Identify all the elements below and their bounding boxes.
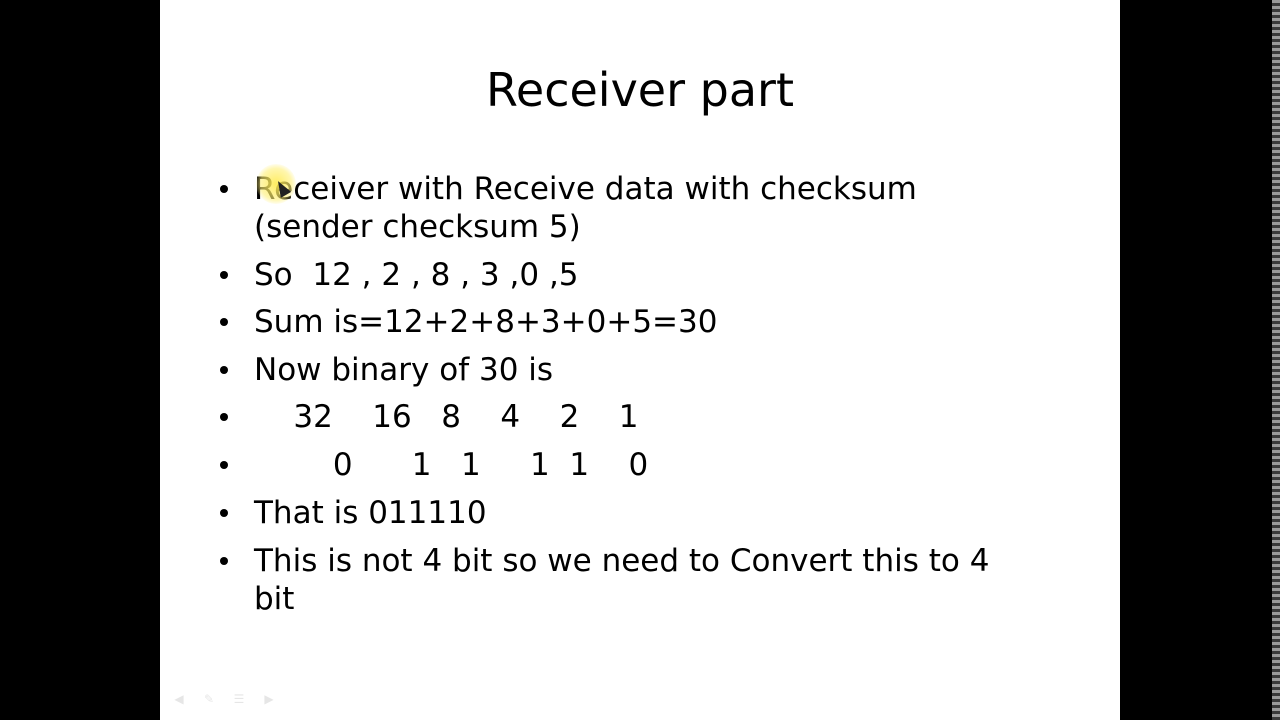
bullet-dot — [220, 461, 228, 469]
window-edge — [1272, 0, 1280, 720]
bullet-text: Sum is=12+2+8+3+0+5=30 — [254, 304, 718, 340]
bullet-text: So 12 , 2 , 8 , 3 ,0 ,5 — [254, 257, 579, 293]
slide-title: Receiver part — [486, 63, 794, 117]
bullet-text: That is 011110 — [254, 495, 487, 531]
bullet-dot — [220, 509, 228, 517]
bullet-dot — [220, 557, 228, 565]
bullet-text: 0 1 1 1 1 0 — [254, 447, 649, 483]
bullet-dot — [220, 413, 228, 421]
slideshow-controls: ◀ ✎ ☰ ▶ — [170, 692, 278, 706]
presentation-slide: Receiver part Receiver with Receive data… — [160, 0, 1120, 720]
pen-icon[interactable]: ✎ — [203, 692, 215, 706]
menu-icon[interactable]: ☰ — [233, 692, 245, 706]
laser-pointer-highlight — [256, 164, 296, 204]
bullet-dot — [220, 185, 228, 193]
bullet-dot — [220, 366, 228, 374]
bullet-dot — [220, 318, 228, 326]
bullet-list: Receiver with Receive data with checksum… — [160, 0, 1120, 720]
bullet-text: Receiver with Receive data with checksum… — [254, 171, 927, 245]
bullet-text: Now binary of 30 is — [254, 352, 554, 388]
bullet-text: 32 16 8 4 2 1 — [254, 399, 639, 435]
arrow-right-icon[interactable]: ▶ — [264, 692, 274, 706]
arrow-left-icon[interactable]: ◀ — [174, 692, 184, 706]
bullet-dot — [220, 271, 228, 279]
bullet-text: This is not 4 bit so we need to Convert … — [254, 543, 1000, 617]
